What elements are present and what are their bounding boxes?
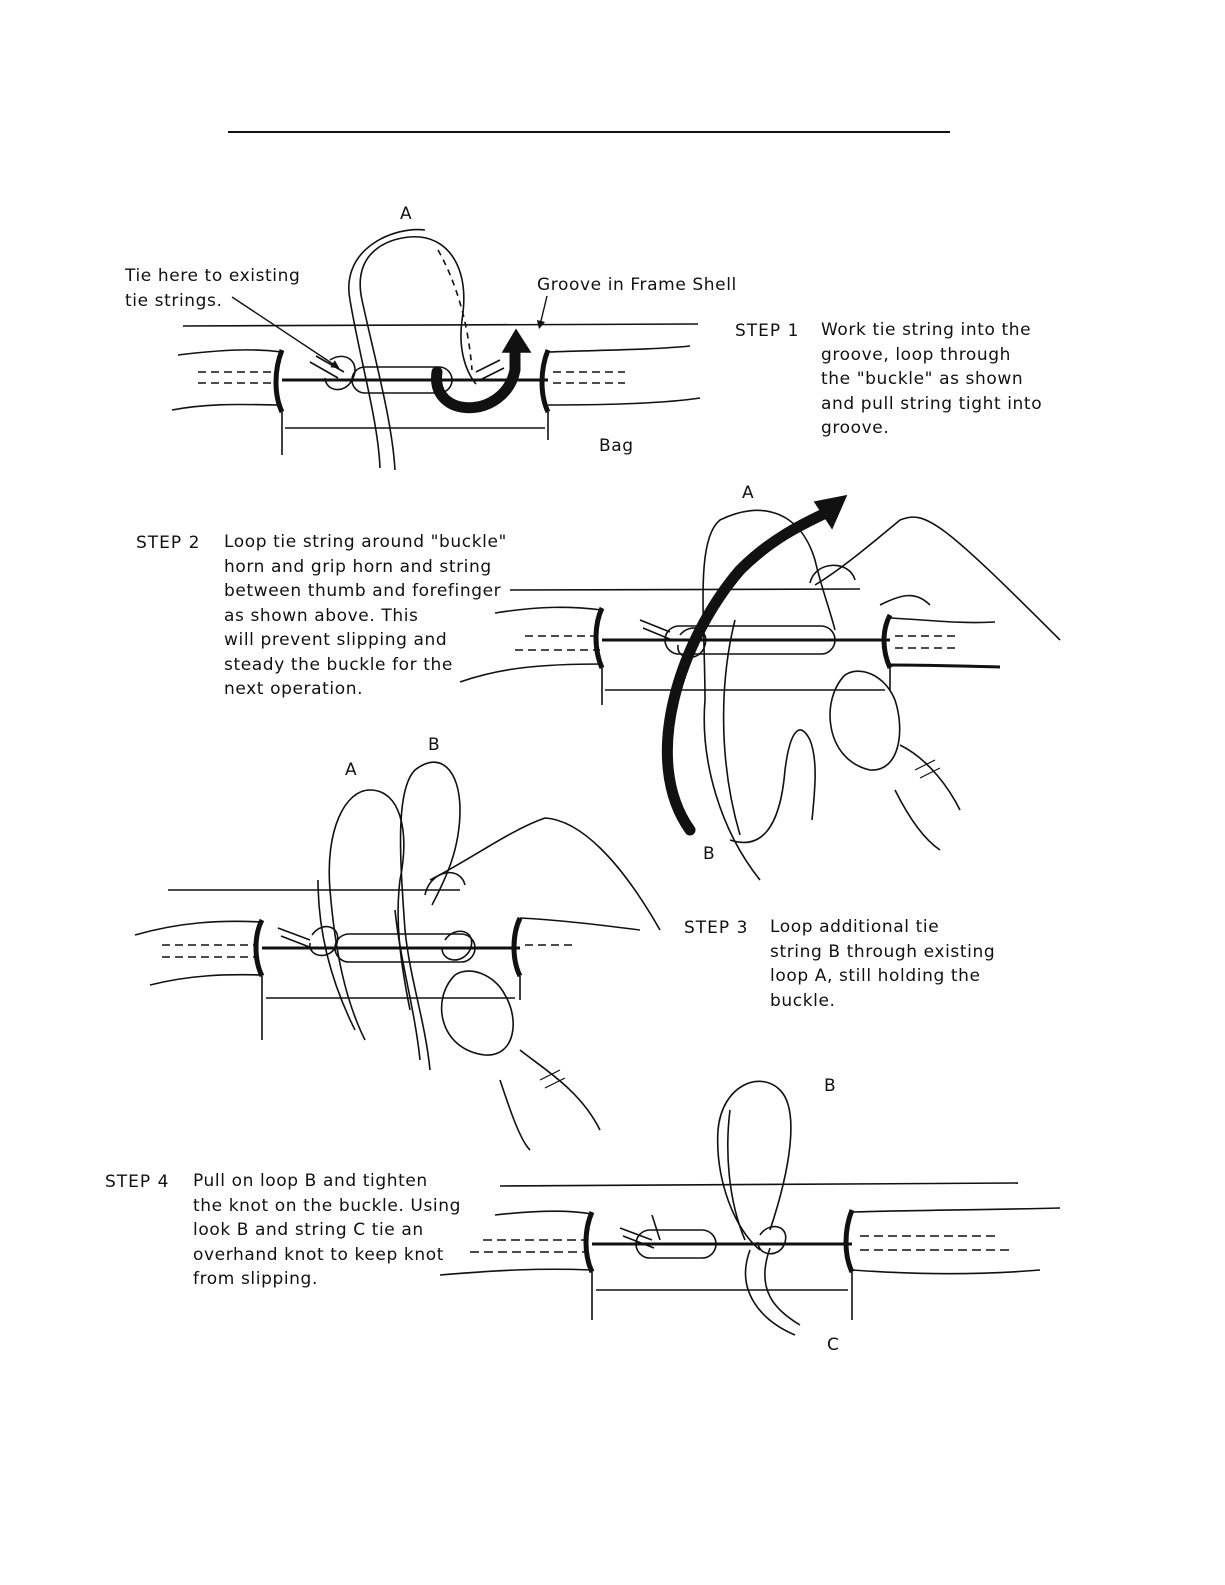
step-4-line-5: from slipping. (193, 1269, 318, 1289)
figure-step-4 (439, 1080, 1061, 1336)
step-1-line-4: and pull string tight into (821, 393, 1043, 414)
step-2-line-3: between thumb and forefinger (224, 581, 502, 601)
step-4-label: STEP 4 (105, 1172, 170, 1192)
step-2-line-4: as shown above. This (224, 605, 419, 626)
step-2-text: Loop tie string around "buckle" horn and… (224, 530, 507, 702)
label-b-step3: B (428, 735, 441, 755)
step-1-text: Work tie string into the groove, loop th… (821, 318, 1042, 441)
figure-step-1 (171, 228, 701, 471)
step-2-line-1: Loop tie string around "buckle" (224, 532, 507, 552)
step-4-text: Pull on loop B and tighten the knot on t… (193, 1169, 461, 1292)
figure-step-2 (459, 494, 1061, 881)
callout-tie-here: Tie here to existing tie strings. (125, 264, 300, 313)
step-1-label: STEP 1 (735, 321, 800, 341)
label-b-step4: B (824, 1076, 837, 1096)
label-a-step2: A (742, 483, 755, 503)
step-3-label: STEP 3 (684, 918, 749, 938)
step-3-line-2: string B through existing (770, 941, 996, 962)
step-1-line-1: Work tie string into the (821, 320, 1032, 340)
step-3-line-3: loop A, still holding the (770, 966, 981, 986)
step-3-line-4: buckle. (770, 990, 836, 1011)
label-b-step2: B (703, 844, 716, 864)
label-c-step4: C (827, 1335, 840, 1355)
step-3-line-1: Loop additional tie (770, 917, 940, 937)
step-2-line-7: next operation. (224, 679, 364, 699)
step-2-line-5: will prevent slipping and (224, 630, 448, 650)
step-2-line-6: steady the buckle for the (224, 654, 453, 675)
callout-tie-here-line-2: tie strings. (125, 290, 223, 311)
step-3-text: Loop additional tie string B through exi… (770, 915, 995, 1013)
callout-groove: Groove in Frame Shell (537, 275, 737, 295)
label-a-step1: A (400, 204, 413, 224)
step-1-line-3: the "buckle" as shown (821, 369, 1024, 389)
step-4-line-1: Pull on loop B and tighten (193, 1171, 428, 1191)
step-4-line-4: overhand knot to keep knot (193, 1244, 444, 1265)
step-4-line-2: the knot on the buckle. Using (193, 1195, 462, 1216)
callout-tie-here-line-1: Tie here to existing (125, 266, 301, 286)
label-a-step3: A (345, 760, 358, 780)
step-1-line-5: groove. (821, 418, 890, 438)
step-1-line-2: groove, loop through (821, 344, 1012, 365)
step-2-line-2: horn and grip horn and string (224, 556, 492, 577)
callout-bag: Bag (599, 436, 634, 456)
step-2-label: STEP 2 (136, 533, 201, 553)
figure-step-3 (134, 761, 661, 1151)
step-4-line-3: look B and string C tie an (193, 1220, 424, 1240)
